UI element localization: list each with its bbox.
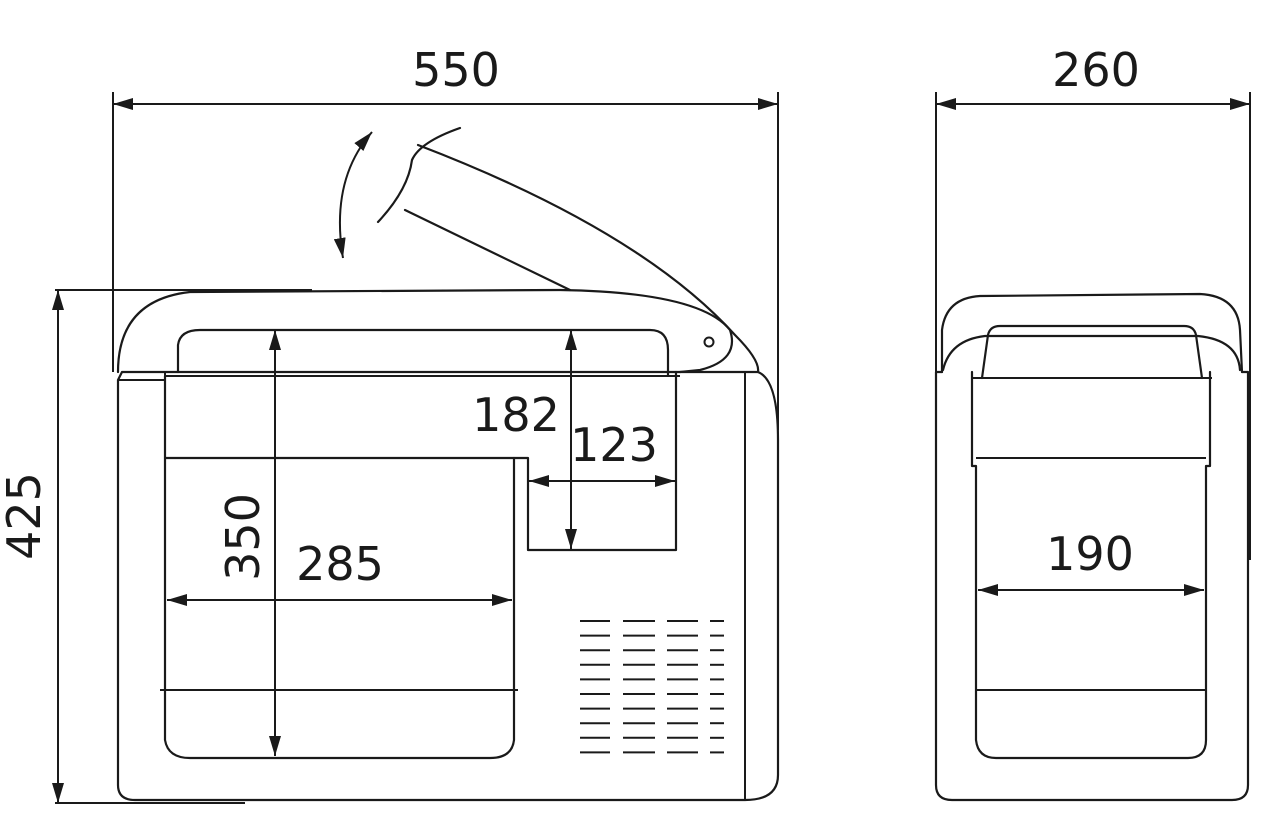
handle-pivot-icon — [703, 336, 715, 348]
side-compartment — [970, 370, 1212, 760]
label-overall-height: 425 — [0, 472, 51, 560]
front-view — [116, 126, 780, 802]
side-view — [934, 292, 1250, 802]
front-body-left-edge — [118, 372, 166, 381]
label-inner-width: 285 — [296, 537, 384, 591]
label-inner-height: 350 — [216, 493, 270, 581]
handle-rotation-arrow-icon — [333, 131, 373, 259]
front-handle-raised — [376, 126, 760, 374]
label-inner-depth: 190 — [1046, 527, 1134, 581]
label-overall-depth: 260 — [1052, 43, 1140, 97]
front-step-compartment — [512, 370, 678, 552]
label-step-width: 123 — [570, 418, 658, 472]
front-body-outline — [116, 370, 780, 802]
side-handle-inner — [941, 334, 1242, 372]
label-step-height: 182 — [472, 388, 560, 442]
dimension-lines — [52, 92, 1251, 804]
front-handle-inner — [176, 328, 670, 377]
side-body-outline — [934, 370, 1250, 802]
side-lid — [980, 324, 1204, 380]
side-handle-outer — [940, 292, 1244, 374]
label-overall-width: 550 — [412, 43, 500, 97]
vent-grille — [580, 620, 724, 754]
front-main-compartment — [163, 374, 516, 760]
dimension-labels: 550 260 425 350 285 182 123 190 — [0, 43, 1140, 591]
front-handle-outer — [116, 288, 734, 374]
